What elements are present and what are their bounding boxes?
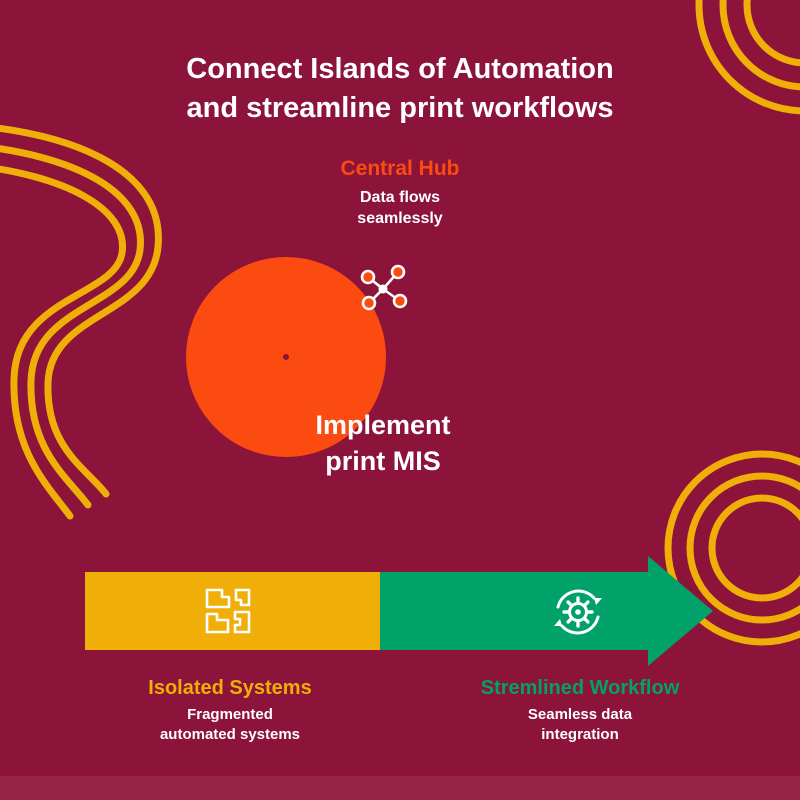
isolated-systems-label: Isolated Systems bbox=[148, 677, 312, 699]
central-hub-subtext-line2: seamlessly bbox=[357, 209, 443, 227]
isolated-systems-subtext: Fragmented automated systems bbox=[55, 705, 405, 744]
ring-center-text: Implement print MIS bbox=[233, 407, 533, 480]
streamlined-workflow-subtext: Seamless data integration bbox=[405, 705, 755, 744]
arrow-shape bbox=[380, 556, 713, 666]
page-title: Connect Islands of Automation and stream… bbox=[0, 50, 800, 128]
fragmented-blocks-icon bbox=[200, 583, 256, 639]
isolated-systems-subtext-line2: automated systems bbox=[159, 725, 301, 743]
network-nodes-icon bbox=[355, 261, 411, 317]
isolated-systems-subtext-line1: Fragmented bbox=[187, 706, 273, 723]
bottom-sheen bbox=[0, 776, 800, 800]
central-hub-label: Central Hub bbox=[340, 157, 460, 180]
ring-center-text-line1: Implement bbox=[315, 410, 451, 440]
page-title-line2: and streamline print workflows bbox=[186, 91, 614, 124]
streamlined-workflow-subtext-line2: integration bbox=[541, 725, 619, 743]
streamlined-workflow-arrow bbox=[380, 556, 713, 666]
streamlined-workflow-label: Stremlined Workflow bbox=[480, 677, 680, 699]
sync-gear-icon bbox=[548, 581, 608, 641]
ring-arcs-right bbox=[664, 450, 800, 646]
central-hub-subtext: Data flows seamlessly bbox=[0, 188, 800, 230]
corner-arcs-top-right bbox=[695, 0, 800, 115]
page-title-line1: Connect Islands of Automation bbox=[186, 53, 614, 85]
central-hub-subtext-line1: Data flows bbox=[359, 189, 440, 206]
streamlined-workflow-subtext-line1: Seamless data bbox=[527, 706, 633, 723]
wave-curves-left bbox=[0, 124, 162, 520]
ring-center-text-line2: print MIS bbox=[325, 446, 441, 477]
